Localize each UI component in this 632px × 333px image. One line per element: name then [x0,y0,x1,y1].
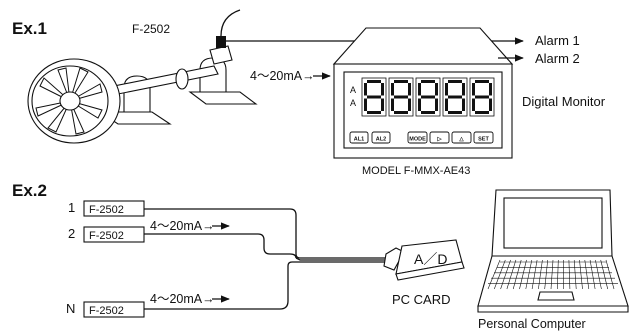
svg-text:MODE: MODE [409,137,426,143]
monitor-button-3: MODE [407,131,428,144]
svg-text:AL1: AL1 [354,137,364,143]
digital-monitor: A A AL1 AL2 MODE ▷ △ SET [332,27,514,159]
digit-3 [415,77,441,117]
rotating-machine-illustration [27,9,258,144]
digit-4 [442,77,468,117]
monitor-button-4: ▷ [429,131,450,144]
monitor-button-2: AL2 [371,131,391,144]
ex2-label: Ex.2 [12,181,47,200]
sensor-2-index: 2 [68,226,75,241]
alarm1-label: Alarm 1 [535,33,580,48]
ex2-signal-label-1: 4〜20mA→ [150,219,215,233]
svg-text:SET: SET [478,137,489,143]
pc-card-text: A／D [414,251,447,267]
computer-label: Personal Computer [478,317,586,331]
monitor-indicator-1: A [350,85,356,95]
ex1-sensor-model: F-2502 [132,22,170,36]
ex2-wiring [144,208,388,310]
svg-text:△: △ [458,136,464,143]
laptop-keyboard [487,259,618,290]
monitor-button-1: AL1 [349,131,369,144]
sensor-n-model: F-2502 [89,305,124,317]
digit-2 [388,77,414,117]
svg-text:AL2: AL2 [376,137,386,143]
svg-text:▷: ▷ [436,136,442,143]
monitor-indicator-2: A [350,98,356,108]
sensor-1-model: F-2502 [89,204,124,216]
ex1-label: Ex.1 [12,19,47,38]
pc-card-label: PC CARD [392,292,451,307]
monitor-button-6: SET [473,131,494,144]
seven-segment-display [361,77,495,117]
monitor-button-row: AL1 AL2 MODE ▷ △ SET [349,131,494,144]
ex1-signal-label: 4〜20mA→ [250,69,315,83]
alarm2-label: Alarm 2 [535,51,580,66]
pc-card: A／D [383,239,465,281]
digital-monitor-label: Digital Monitor [522,94,606,109]
monitor-model-label: MODEL F-MMX-AE43 [362,165,470,177]
sensor-1-index: 1 [68,200,75,215]
laptop-illustration [477,189,629,313]
sensor-2-model: F-2502 [89,230,124,242]
monitor-button-5: △ [451,131,472,144]
digit-1 [361,77,387,117]
sensor-n-index: N [66,301,75,316]
ex2-signal-label-n: 4〜20mA→ [150,292,215,306]
digit-5 [469,77,495,117]
